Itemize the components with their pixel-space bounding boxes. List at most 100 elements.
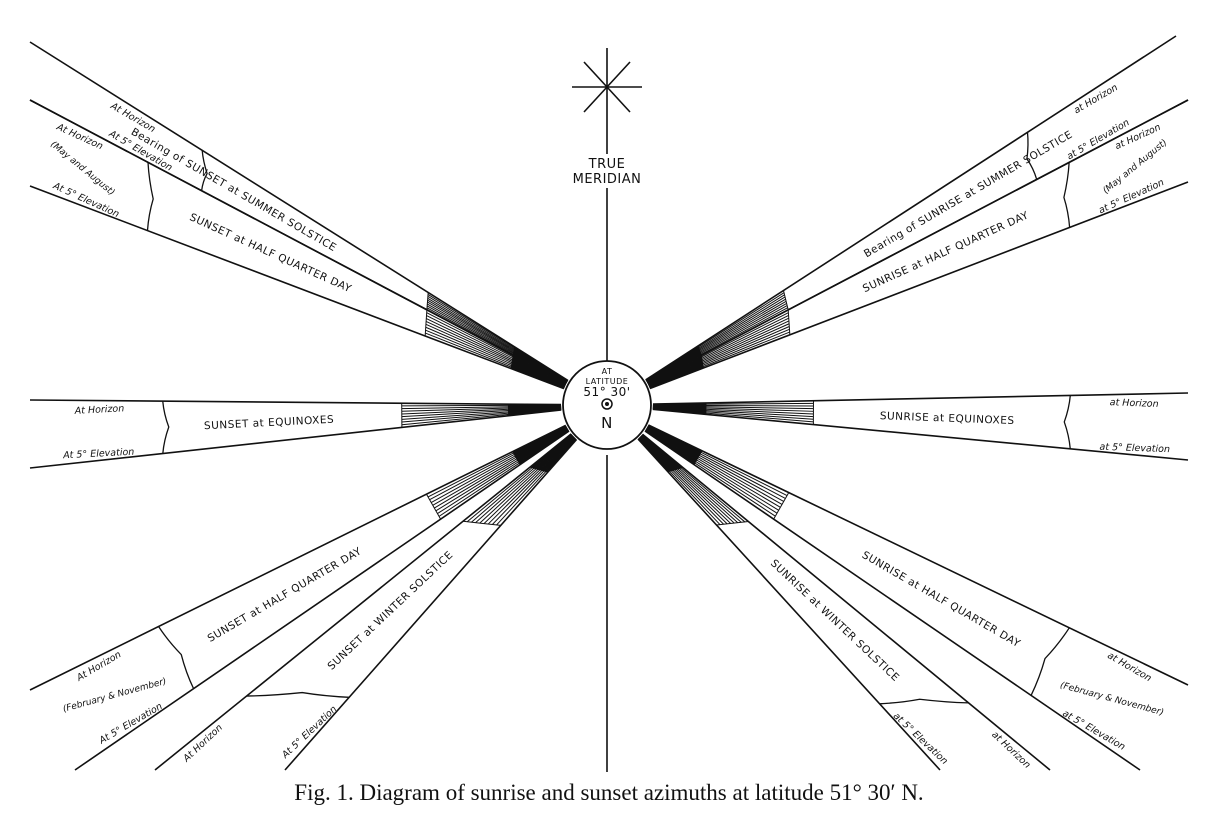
band-hatch-tip — [426, 292, 429, 310]
band-note-upper: At Horizon — [73, 403, 124, 417]
band-hatch-line — [646, 300, 787, 383]
band-hatch-line — [427, 301, 568, 383]
band-hatch-line — [645, 429, 778, 514]
band-hatch-line — [427, 303, 568, 383]
band-hatch-tip — [787, 309, 791, 335]
band-brace — [1030, 627, 1070, 696]
north-label: N — [601, 414, 613, 432]
band-ray-upper — [29, 41, 569, 382]
band-brace — [879, 698, 969, 705]
band-hatch-line — [645, 428, 779, 511]
band-label: SUNSET at WINTER SOLSTICE — [325, 549, 455, 673]
band-hatch-line — [646, 427, 781, 508]
band-ray-lower — [637, 438, 941, 771]
band-hatch-line — [425, 326, 565, 388]
band-label: SUNSET at HALF QUARTER DAY — [188, 211, 354, 295]
band-note-lower: at 5° Elevation — [1060, 708, 1127, 753]
center-label-line1: AT — [602, 367, 613, 376]
band-hatch-line — [479, 436, 574, 524]
band-hatch-line — [438, 429, 569, 517]
band-ray-upper — [29, 399, 562, 406]
band-hatch-tip — [424, 309, 428, 337]
band-hatch-line — [430, 426, 568, 503]
band-hatch-line — [652, 406, 814, 415]
band-hatch-line — [638, 437, 724, 525]
band-hatch-line — [401, 405, 562, 412]
band-hatch-tip — [783, 290, 789, 310]
band-hatch-line — [652, 404, 814, 407]
band-hatch-line — [429, 426, 567, 501]
band-ray-lower — [284, 438, 578, 771]
band-hatch-line — [427, 293, 569, 382]
band-hatch-line — [426, 315, 567, 386]
band-hatch-line — [425, 323, 566, 387]
band-hatch-line — [648, 323, 790, 387]
band-hatch-line — [648, 314, 789, 386]
band-hatch-line — [437, 429, 569, 515]
band-hatch-line — [401, 404, 562, 407]
band-brace — [1063, 395, 1071, 449]
band-hatch-line — [649, 326, 790, 388]
band-hatch-line — [425, 320, 566, 387]
band-hatch-line — [640, 435, 739, 524]
center-label-line2: LATITUDE — [586, 377, 629, 386]
band-ray-lower — [644, 430, 1141, 771]
band-hatch-line — [649, 328, 790, 388]
band-hatch-line — [401, 405, 562, 410]
band-hatch-line — [646, 427, 783, 505]
band-hatch-line — [471, 434, 573, 523]
band-hatch-line — [639, 437, 728, 525]
band-hatch-tip — [426, 493, 442, 520]
band-hatch-line — [401, 407, 562, 420]
band-note-upper: at Horizon — [1110, 397, 1159, 410]
azimuth-rays — [29, 35, 1189, 771]
band-note-upper: At Horizon — [74, 649, 123, 684]
band-hatch-line — [426, 312, 567, 385]
band-note-lower: At 5° Elevation — [279, 704, 339, 762]
band-note-lower: At 5° Elevation — [97, 701, 165, 747]
band-hatch-line — [641, 434, 742, 523]
band-hatch-line — [640, 435, 735, 524]
band-brace — [162, 401, 170, 454]
band-hatch-line — [487, 437, 576, 525]
band-ray-upper — [641, 433, 1051, 771]
band-ray-lower — [649, 181, 1189, 390]
band-hatch-line — [427, 425, 567, 498]
band-hatch-line — [427, 295, 568, 382]
band-hatch-line — [427, 299, 568, 383]
band-hatch-line — [652, 405, 814, 412]
band-ray-upper — [645, 35, 1177, 381]
band-hatch-line — [649, 331, 790, 389]
band-hatch-line — [645, 294, 785, 382]
band-hatch-line — [647, 312, 789, 385]
band-hatch-line — [426, 318, 566, 386]
meridian-label-line1: TRUE — [588, 157, 626, 172]
band-hatch-line — [645, 292, 785, 381]
band-hatch-line — [641, 434, 746, 523]
band-hatch-line — [425, 332, 565, 389]
band-note-lower: At 5° Elevation — [62, 447, 135, 462]
meridian-label-line2: MERIDIAN — [573, 172, 642, 187]
band-hatch-line — [496, 438, 577, 526]
band-hatch-line — [646, 302, 787, 383]
band-note-upper: at Horizon — [1105, 650, 1153, 684]
band-ray-upper — [154, 433, 572, 771]
band-hatch-line — [647, 426, 784, 502]
band-ray-lower — [74, 430, 570, 771]
band-hatch-line — [483, 436, 575, 524]
band-label: SUNRISE at EQUINOXES — [880, 410, 1015, 427]
band-hatch-line — [647, 305, 788, 384]
band-hatch-line — [647, 425, 788, 496]
center-label-line3: 51° 30' — [583, 385, 630, 399]
band-label: SUNSET at EQUINOXES — [204, 414, 335, 433]
band-hatch-line — [645, 429, 776, 517]
band-hatch-tip — [462, 520, 501, 526]
band-hatch-line — [652, 407, 814, 418]
band-note-lower: at 5° Elevation — [1099, 442, 1170, 456]
band-hatch-line — [648, 317, 789, 386]
band-hatch-line — [648, 320, 790, 387]
band-hatch-line — [492, 437, 576, 525]
band-hatch-line — [401, 406, 562, 415]
band-hatch-line — [435, 428, 569, 512]
